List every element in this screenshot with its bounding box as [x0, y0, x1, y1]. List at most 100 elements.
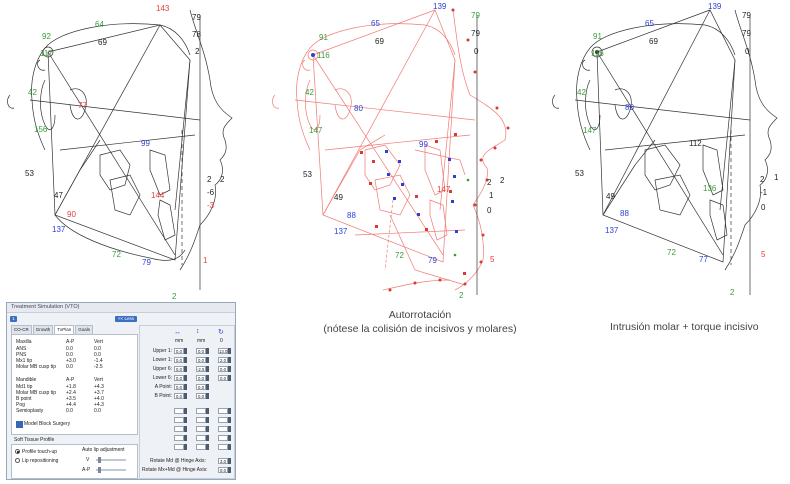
surg-spinner[interactable]	[184, 426, 187, 432]
move-value-field[interactable]: 13.0	[218, 348, 228, 354]
surg-value-field[interactable]	[196, 444, 206, 450]
surg-spinner[interactable]	[184, 444, 187, 450]
move-spinner[interactable]	[206, 366, 209, 372]
surg-spinner[interactable]	[206, 426, 209, 432]
surg-value-field[interactable]	[218, 408, 228, 414]
surg-spinner[interactable]	[228, 426, 231, 432]
surg-spinner[interactable]	[184, 435, 187, 441]
surg-spinner[interactable]	[206, 417, 209, 423]
mandible-row-name: B point	[16, 396, 32, 402]
move-spinner[interactable]	[184, 375, 187, 381]
surg-spinner[interactable]	[228, 444, 231, 450]
surg-value-field[interactable]	[174, 426, 184, 432]
measure-79b: 79	[142, 258, 151, 267]
measure-147: 147	[309, 126, 323, 135]
lip-repositioning-radio[interactable]	[15, 458, 20, 463]
surg-value-field[interactable]	[196, 417, 206, 423]
move-value-field[interactable]: 0.0	[196, 375, 206, 381]
surg-value-field[interactable]	[196, 426, 206, 432]
surg-spinner[interactable]	[206, 444, 209, 450]
move-spinner[interactable]	[206, 384, 209, 390]
surg-value-field[interactable]	[218, 444, 228, 450]
rotate-mxmd-field[interactable]: 0.0	[218, 467, 228, 473]
measure-right-1: 1	[489, 191, 494, 200]
model-block-checkbox[interactable]	[16, 421, 23, 428]
move-value-field[interactable]: 0.0	[196, 384, 206, 390]
move-spinner[interactable]	[206, 348, 209, 354]
move-spinner[interactable]	[206, 357, 209, 363]
ap-slider[interactable]	[96, 467, 126, 473]
surg-spinner[interactable]	[228, 435, 231, 441]
move-value-field[interactable]: 0.0	[174, 366, 184, 372]
measure-49: 49	[606, 192, 615, 201]
move-spinner[interactable]	[184, 348, 187, 354]
surg-spinner[interactable]	[228, 408, 231, 414]
move-value-field[interactable]: 0.0	[174, 357, 184, 363]
measure-right-0: 0	[761, 203, 766, 212]
surg-value-field[interactable]	[196, 408, 206, 414]
surg-value-field[interactable]	[174, 408, 184, 414]
surg-value-field[interactable]	[174, 417, 184, 423]
measure-0: 0	[745, 47, 750, 56]
move-value-field[interactable]: 0.0	[196, 348, 206, 354]
rotate-mxmd-spinner[interactable]	[228, 467, 231, 473]
mandible-row: Molar MB cusp tip+2.4+3.7	[16, 390, 104, 396]
measure-92: 92	[42, 32, 51, 41]
measure-69: 69	[649, 37, 658, 46]
move-spinner[interactable]	[228, 348, 231, 354]
measure-99: 99	[419, 140, 428, 149]
move-value-field[interactable]: 0.0	[218, 375, 228, 381]
measure-42: 42	[28, 88, 37, 97]
mandible-row: B point+3.5+4.0	[16, 396, 104, 402]
move-value-field[interactable]: 0.0	[196, 357, 206, 363]
move-spinner[interactable]	[206, 375, 209, 381]
move-spinner[interactable]	[228, 366, 231, 372]
move-value-field[interactable]: 0.0	[218, 366, 228, 372]
move-value-field[interactable]: 0.0	[196, 393, 206, 399]
v-slider-thumb[interactable]	[98, 457, 101, 463]
move-value-field[interactable]: 0.0	[174, 384, 184, 390]
move-spinner[interactable]	[184, 366, 187, 372]
move-value-field[interactable]: 2.0	[218, 357, 228, 363]
move-spinner[interactable]	[206, 393, 209, 399]
move-value-field[interactable]: 0.0	[174, 348, 184, 354]
surg-value-field[interactable]	[174, 435, 184, 441]
surg-value-field[interactable]	[196, 435, 206, 441]
measure-79-top: 79	[471, 11, 480, 20]
measure-136: 136	[703, 184, 717, 193]
panel-number-button[interactable]: 1	[10, 316, 17, 322]
surg-spinner[interactable]	[206, 435, 209, 441]
surg-value-field[interactable]	[218, 426, 228, 432]
surg-value-field[interactable]	[218, 435, 228, 441]
measure-right-2: 2	[207, 175, 212, 184]
unit-mm-1: mm	[175, 338, 184, 344]
surg-spinner[interactable]	[184, 417, 187, 423]
measure-5: 5	[490, 255, 495, 264]
surg-value-field[interactable]	[174, 444, 184, 450]
surg-spinner[interactable]	[228, 417, 231, 423]
surg-spinner[interactable]	[184, 408, 187, 414]
move-value-field[interactable]: 0.0	[174, 393, 184, 399]
surg-value-field[interactable]	[218, 417, 228, 423]
maxilla-row: Mx1 tip+3.0-1.4	[16, 358, 103, 364]
profile-touchup-radio[interactable]	[15, 449, 20, 454]
rotate-md-spinner[interactable]	[228, 458, 231, 464]
less-button[interactable]: << Less	[115, 316, 137, 322]
move-spinner[interactable]	[184, 357, 187, 363]
mandible-row-ap: 0.0	[66, 408, 73, 414]
mandible-row: Pog+4.4+4.3	[16, 402, 104, 408]
surg-spinner[interactable]	[206, 408, 209, 414]
ap-slider-thumb[interactable]	[98, 467, 101, 473]
measure-42: 42	[577, 88, 586, 97]
move-spinner[interactable]	[228, 375, 231, 381]
maxilla-row-ap: 0.0	[66, 346, 73, 352]
move-value-field[interactable]: -2.5	[196, 366, 206, 372]
move-value-field[interactable]: 0.0	[174, 375, 184, 381]
move-spinner[interactable]	[184, 384, 187, 390]
move-spinner[interactable]	[228, 357, 231, 363]
rotate-md-field[interactable]: 3.0	[218, 458, 228, 464]
move-spinner[interactable]	[184, 393, 187, 399]
v-slider[interactable]	[96, 457, 126, 463]
